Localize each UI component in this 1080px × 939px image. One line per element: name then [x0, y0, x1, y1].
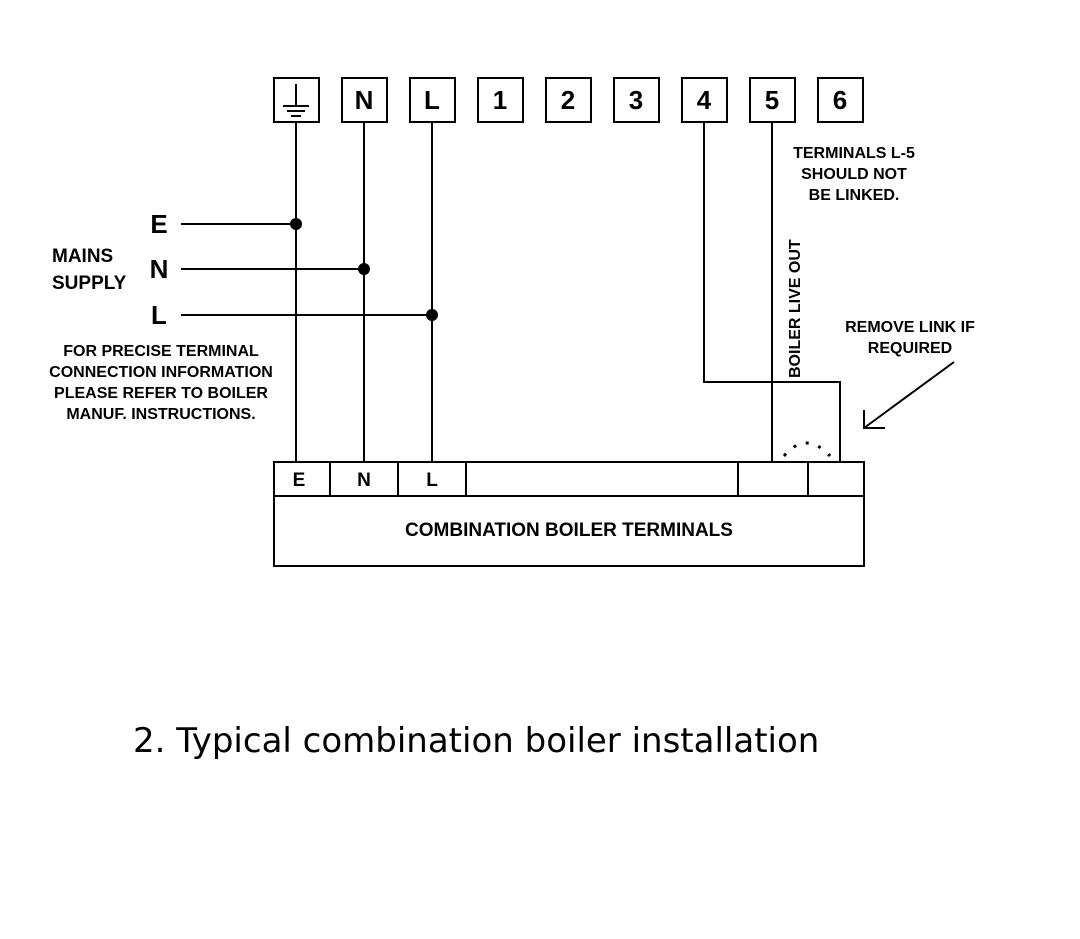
- boiler-terminal-l: L: [426, 470, 438, 491]
- svg-text:CONNECTION INFORMATION: CONNECTION INFORMATION: [49, 364, 273, 381]
- arrow-icon: [863, 361, 955, 429]
- boiler-terminal-n: N: [357, 470, 371, 491]
- precise-info-note: FOR PRECISE TERMINAL CONNECTION INFORMAT…: [49, 343, 273, 423]
- junction-dot: [426, 309, 438, 321]
- svg-text:FOR PRECISE TERMINAL: FOR PRECISE TERMINAL: [63, 343, 259, 360]
- mains-label-line2: SUPPLY: [52, 273, 127, 294]
- boiler-title: COMBINATION BOILER TERMINALS: [405, 520, 733, 541]
- svg-text:BE LINKED.: BE LINKED.: [809, 187, 900, 204]
- junction-dot: [290, 218, 302, 230]
- terminal-l: L: [409, 77, 456, 123]
- remove-link-note: REMOVE LINK IF REQUIRED: [845, 319, 975, 429]
- svg-text:TERMINALS L-5: TERMINALS L-5: [793, 145, 915, 162]
- terminal-n-label: N: [355, 85, 374, 115]
- figure-caption: 2. Typical combination boiler installati…: [133, 721, 819, 761]
- boiler-terminal-block: E N L COMBINATION BOILER TERMINALS: [273, 461, 865, 567]
- terminal-5: 5: [749, 77, 796, 123]
- mains-l-label: L: [151, 300, 167, 330]
- terminal-4-label: 4: [697, 85, 712, 115]
- terminal-2-label: 2: [561, 85, 575, 115]
- terminal-1: 1: [477, 77, 524, 123]
- mains-label-line1: MAINS: [52, 246, 113, 267]
- mains-e-label: E: [150, 209, 167, 239]
- svg-text:MANUF. INSTRUCTIONS.: MANUF. INSTRUCTIONS.: [66, 406, 255, 423]
- main-wires: [295, 122, 433, 462]
- terminal-3: 3: [613, 77, 660, 123]
- terminal-5-wire: BOILER LIVE OUT: [771, 122, 804, 462]
- terminal-l-label: L: [424, 85, 440, 115]
- earth-ground-icon: [283, 84, 309, 117]
- boiler-live-out-label: BOILER LIVE OUT: [787, 239, 804, 378]
- svg-text:REMOVE LINK IF: REMOVE LINK IF: [845, 319, 975, 336]
- terminal-4: 4: [681, 77, 728, 123]
- svg-text:SHOULD NOT: SHOULD NOT: [801, 166, 907, 183]
- svg-text:PLEASE REFER TO BOILER: PLEASE REFER TO BOILER: [54, 385, 268, 402]
- terminal-2: 2: [545, 77, 592, 123]
- junction-dot: [358, 263, 370, 275]
- mains-n-label: N: [150, 254, 169, 284]
- terminal-5-label: 5: [765, 85, 779, 115]
- svg-text:REQUIRED: REQUIRED: [868, 340, 952, 357]
- terminal-3-label: 3: [629, 85, 643, 115]
- boiler-terminal-e: E: [293, 470, 306, 491]
- linked-warning-note: TERMINALS L-5 SHOULD NOT BE LINKED.: [793, 145, 915, 204]
- top-terminal-block: N L 1 2 3 4 5 6: [273, 77, 864, 123]
- terminal-6: 6: [817, 77, 864, 123]
- terminal-earth: [273, 77, 320, 123]
- mains-supply: E N L MAINS SUPPLY: [52, 209, 438, 330]
- terminal-n: N: [341, 77, 388, 123]
- terminal-1-label: 1: [493, 85, 507, 115]
- terminal-6-label: 6: [833, 85, 847, 115]
- removable-link: [782, 441, 832, 458]
